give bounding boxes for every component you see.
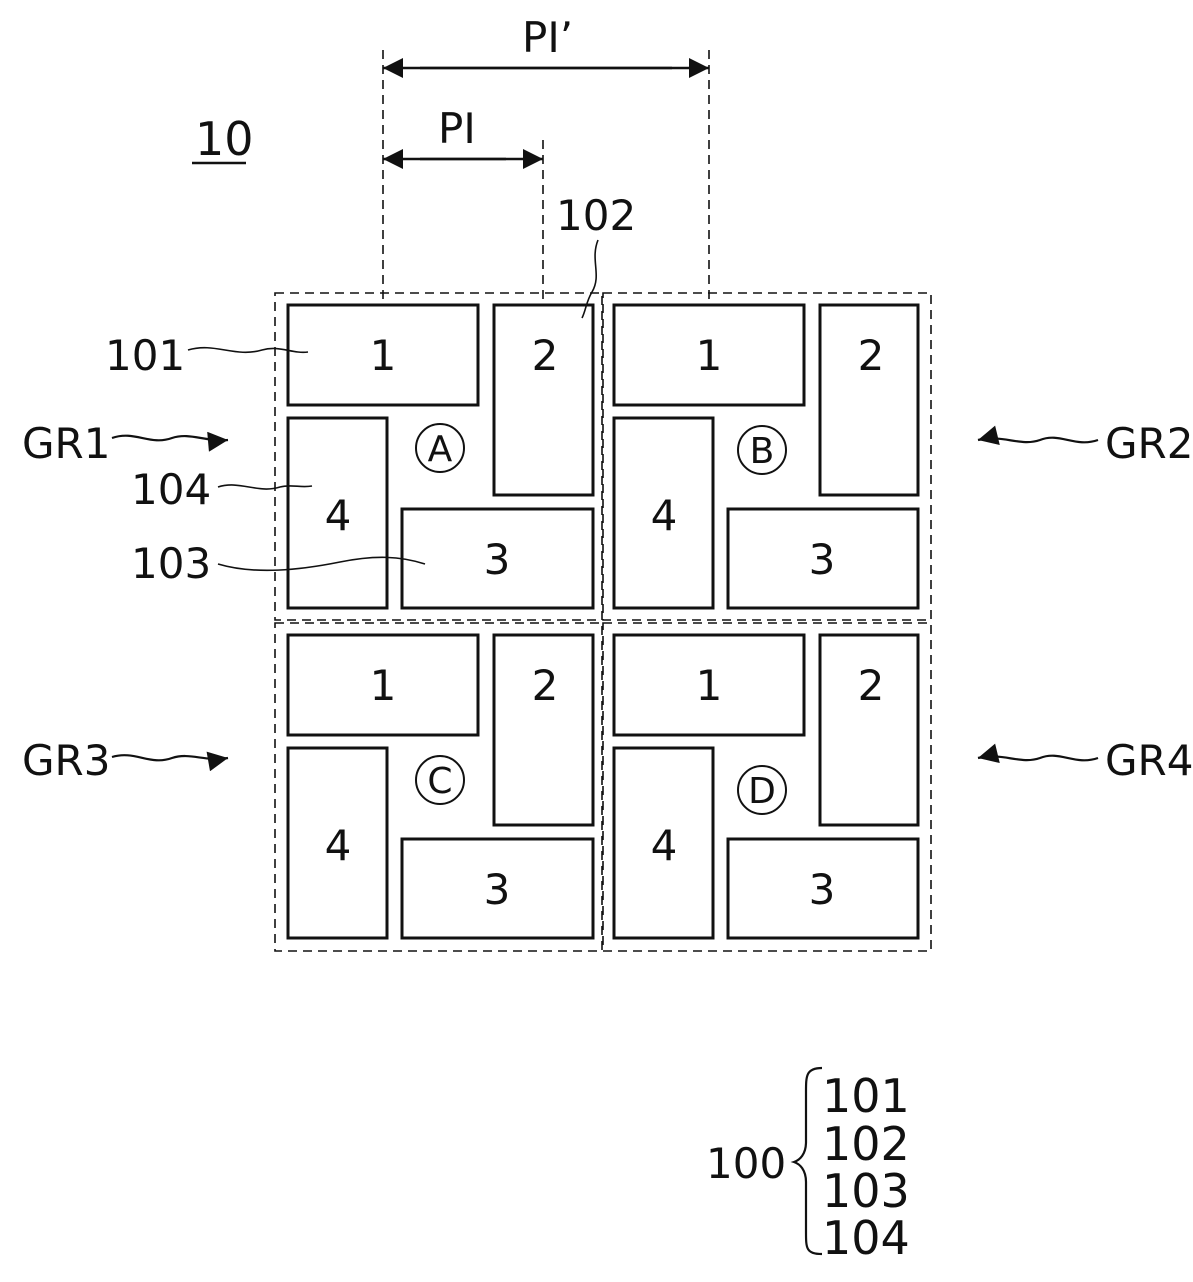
subpixel-4-number: 4 <box>325 491 352 540</box>
group-label-gr2: GR2 <box>1105 419 1193 468</box>
subpixel-1-number: 1 <box>370 661 397 710</box>
subpixel-4-number: 4 <box>651 491 678 540</box>
legend-brace <box>794 1068 822 1254</box>
subpixel-3-number: 3 <box>809 535 836 584</box>
subpixel-2-number: 2 <box>858 331 885 380</box>
gr2-arrow <box>978 438 1098 443</box>
callout-102: 102 <box>556 191 636 240</box>
device-label: 10 <box>195 112 254 166</box>
group-label-gr4: GR4 <box>1105 736 1193 785</box>
pixel-group-c: 1 2 3 4 C <box>288 635 593 938</box>
subpixel-3-number: 3 <box>484 865 511 914</box>
pixel-group-d: 1 2 3 4 D <box>614 635 918 938</box>
pitch-dimensions: PI’ PI <box>383 13 709 300</box>
callout-103: 103 <box>131 539 211 588</box>
gr4-arrow <box>978 756 1098 761</box>
pixel-group-b: 1 2 3 4 B <box>614 305 918 608</box>
legend-parent: 100 <box>706 1139 786 1188</box>
subpixel-3-number: 3 <box>484 535 511 584</box>
subpixel-3-number: 3 <box>809 865 836 914</box>
group-circle-b-letter: B <box>750 431 775 472</box>
legend-item-102: 102 <box>822 1117 910 1171</box>
subpixel-2-number: 2 <box>858 661 885 710</box>
legend-item-101: 101 <box>822 1069 910 1123</box>
callout-104: 104 <box>131 465 211 514</box>
subpixel-2-number: 2 <box>532 331 559 380</box>
callout-101: 101 <box>105 331 185 380</box>
subpixel-1-number: 1 <box>370 331 397 380</box>
subpixel-4-number: 4 <box>651 821 678 870</box>
subpixel-1-number: 1 <box>696 331 723 380</box>
group-label-gr3: GR3 <box>22 736 110 785</box>
group-circle-c-letter: C <box>427 761 452 802</box>
pi-prime-label: PI’ <box>522 13 573 62</box>
subpixel-1-number: 1 <box>696 661 723 710</box>
legend-item-104: 104 <box>822 1211 910 1265</box>
pi-label: PI <box>438 104 476 153</box>
gr3-arrow <box>112 755 228 760</box>
subpixel-2-number: 2 <box>532 661 559 710</box>
legend: 100 101 102 103 104 <box>706 1068 910 1265</box>
group-label-gr1: GR1 <box>22 419 110 468</box>
gr1-arrow <box>112 436 228 441</box>
subpixel-4-number: 4 <box>325 821 352 870</box>
legend-item-103: 103 <box>822 1164 910 1218</box>
group-circle-d-letter: D <box>748 771 776 812</box>
group-circle-a-letter: A <box>428 429 453 470</box>
